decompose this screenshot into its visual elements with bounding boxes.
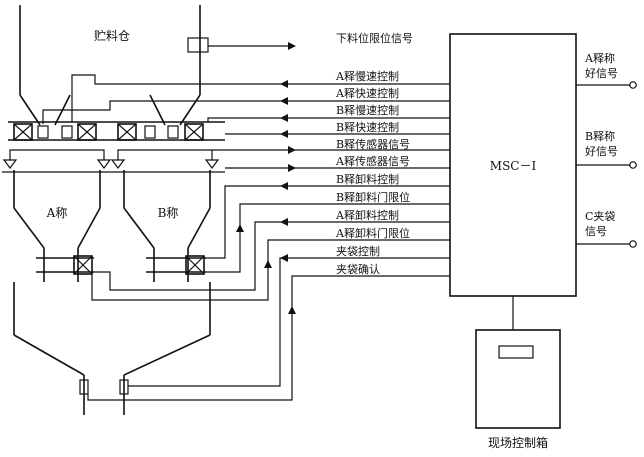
feed-valves xyxy=(8,121,225,141)
signal-label: B释卸料控制 xyxy=(336,172,399,186)
level-sensor xyxy=(187,37,296,53)
scale-b: B称 xyxy=(123,170,211,282)
scale-a: A称 xyxy=(13,170,101,282)
signal-label: A释慢速控制 xyxy=(335,69,399,83)
field-control-box: 现场控制箱 xyxy=(475,296,561,450)
scale-a-label: A称 xyxy=(46,206,68,220)
signal-label: A释快速控制 xyxy=(335,86,399,100)
signal-label: B释传感器信号 xyxy=(336,138,410,151)
load-cells xyxy=(2,146,450,173)
signal-label: 夹袋控制 xyxy=(336,244,380,258)
controller-outputs: A释称 好信号 B释称 好信号 C夹袋 信号 xyxy=(576,51,637,248)
signal-label: B释卸料门限位 xyxy=(336,190,410,204)
signal-label: B释快速控制 xyxy=(336,120,399,134)
output-label-line1: C夹袋 xyxy=(585,209,615,223)
output-label-line2: 好信号 xyxy=(585,144,618,158)
output-label-line1: A释称 xyxy=(584,51,615,65)
controller-label: MSC－Ⅰ xyxy=(490,159,537,173)
scale-b-label: B称 xyxy=(158,206,179,220)
discharge-valves xyxy=(36,255,206,275)
signal-label: A释卸料门限位 xyxy=(335,226,410,240)
output-label-line1: B释称 xyxy=(585,129,615,143)
collecting-hopper xyxy=(13,254,450,415)
output-label-line2: 信号 xyxy=(585,225,607,238)
signal-label: 夹袋确认 xyxy=(336,262,380,276)
feed-control-wiring xyxy=(42,74,450,138)
signal-label: B释慢速控制 xyxy=(336,103,399,117)
output-label-line2: 好信号 xyxy=(585,66,618,80)
controller-msc: MSC－Ⅰ xyxy=(449,33,577,297)
signal-labels: 下料位限位信号 A释慢速控制 A释快速控制 B释慢速控制 B释快速控制 B释传感… xyxy=(335,31,413,276)
signal-label: A释传感器信号 xyxy=(335,155,410,168)
discharge-wiring xyxy=(91,182,450,301)
bin-label: 贮料仓 xyxy=(94,28,130,43)
signal-label: A释卸料控制 xyxy=(335,208,399,222)
field-box-label: 现场控制箱 xyxy=(488,435,548,450)
signal-label: 下料位限位信号 xyxy=(336,31,413,45)
